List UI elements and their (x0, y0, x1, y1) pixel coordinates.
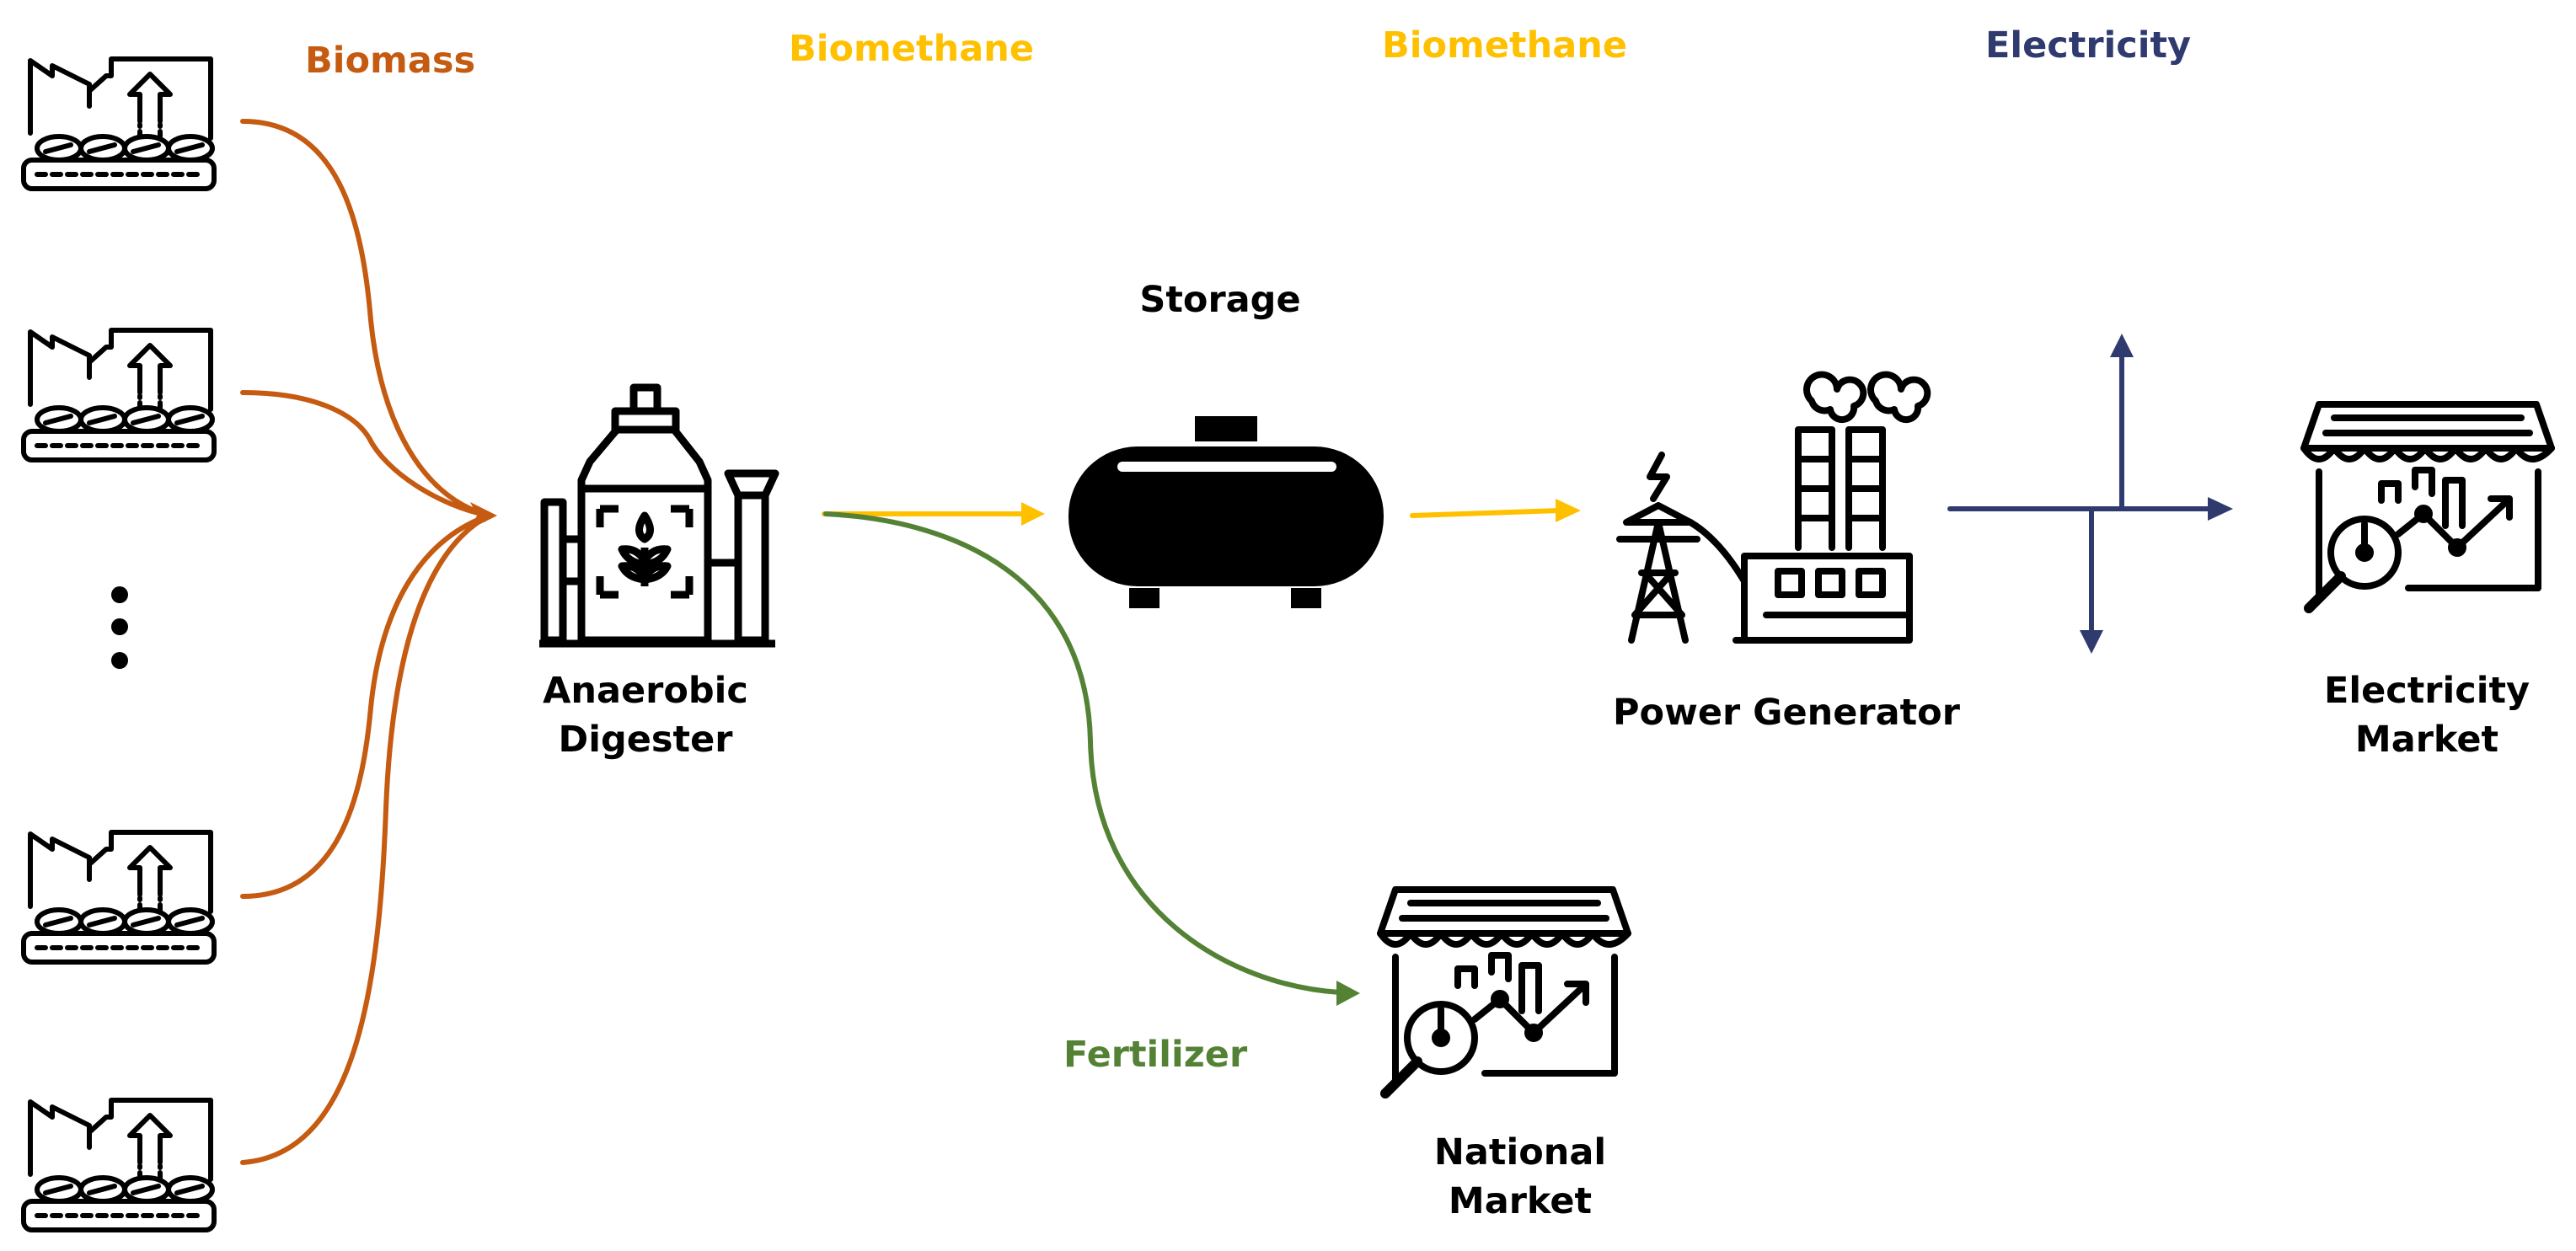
farm-icon (24, 59, 214, 189)
biomass-flows (240, 119, 491, 1165)
market-icon (1380, 890, 1628, 1093)
storage-label: Storage (1139, 279, 1300, 321)
power-plant-icon (1616, 371, 1931, 644)
anaerobic-digester-label-line1: Anaerobic (543, 670, 748, 712)
biomethane-flows (822, 508, 1561, 518)
power-generator-label: Power Generator (1613, 692, 1961, 734)
electricity-label: Electricity (1985, 24, 2191, 67)
biomass-label: Biomass (305, 40, 475, 82)
biomethane-arrowhead-1 (1021, 502, 1045, 526)
fertilizer-arrowhead (1336, 981, 1360, 1006)
biomass-flow-4 (240, 513, 491, 1165)
biomethane-label-2: Biomethane (1382, 24, 1627, 67)
storage-tank-icon (1068, 416, 1384, 608)
fertilizer-label: Fertilizer (1063, 1034, 1248, 1076)
electricity-flow (1947, 350, 2215, 638)
biomass-flow-3 (240, 513, 491, 899)
vertical-ellipsis-icon (111, 586, 128, 669)
biomass-flow-2 (240, 390, 491, 519)
farm-icon (24, 330, 214, 460)
electricity-market-label-line2: Market (2355, 719, 2498, 761)
anaerobic-digester-icon (539, 383, 779, 648)
farm-icon (24, 1100, 214, 1230)
electricity-arrowhead-up (2110, 334, 2134, 357)
national-market-label-line2: Market (1449, 1180, 1592, 1222)
biomethane-flow-2 (1410, 508, 1561, 518)
fertilizer-flow (823, 511, 1342, 995)
biomass-flow-1 (240, 119, 491, 518)
market-icon (2304, 404, 2552, 608)
biomethane-arrowhead-2 (1556, 499, 1581, 522)
electricity-market-label-line1: Electricity (2324, 670, 2530, 712)
farm-icon (24, 832, 214, 962)
electricity-arrowhead-down (2080, 630, 2103, 654)
national-market-label-line1: National (1434, 1131, 1606, 1173)
biomass-arrowhead (470, 502, 497, 529)
anaerobic-digester-label-line2: Digester (559, 719, 734, 761)
electricity-arrowhead-right (2208, 497, 2233, 521)
biomethane-label-1: Biomethane (789, 28, 1034, 70)
